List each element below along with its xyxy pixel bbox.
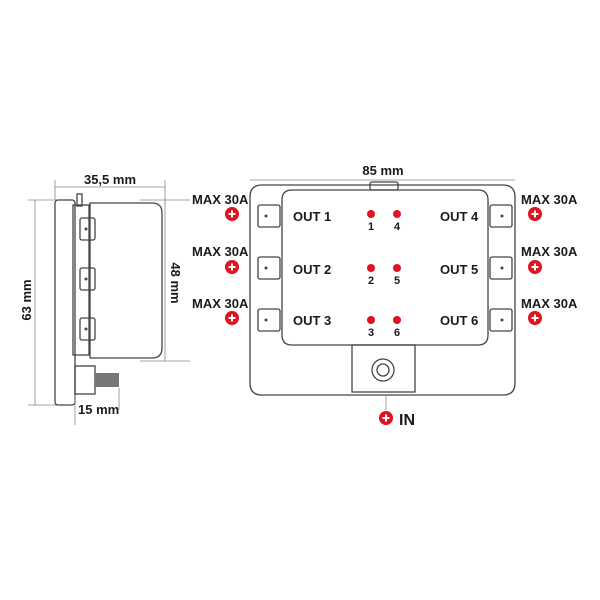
fuse-dot-4 (393, 210, 401, 218)
out-6-label: OUT 6 (440, 313, 478, 328)
plus-icon (528, 311, 542, 325)
width-dim-label: 35,5 mm (84, 172, 136, 187)
input-label: IN (399, 412, 415, 429)
max-rating-6: MAX 30A (521, 296, 578, 311)
fuse-dot-2 (367, 264, 375, 272)
bolt (95, 373, 119, 387)
max-rating-2: MAX 30A (192, 244, 249, 259)
fuse-number-5: 5 (394, 275, 400, 287)
terminals (257, 204, 513, 332)
fuse-dot-3 (367, 316, 375, 324)
height-dim-label: 63 mm (19, 279, 34, 320)
max-rating-3: MAX 30A (192, 296, 249, 311)
top-width-dim-label: 85 mm (362, 163, 403, 178)
housing (249, 184, 516, 396)
plus-icon (528, 207, 542, 221)
fuse-dot-1 (367, 210, 375, 218)
out-5-label: OUT 5 (440, 262, 478, 277)
input-stud (371, 358, 395, 382)
out-3-label: OUT 3 (293, 313, 331, 328)
nut (74, 365, 96, 395)
fuse-number-6: 6 (394, 327, 400, 339)
fuse-dot-5 (393, 264, 401, 272)
base-plate (54, 199, 76, 406)
side-view: 35,5 mm 63 mm 48 mm 15 mm (19, 172, 190, 425)
fuse-number-1: 1 (368, 221, 374, 233)
max-rating-5: MAX 30A (521, 244, 578, 259)
terminal-column (72, 204, 90, 356)
top-view: 85 mm OUT 1 OUT 2 OUT 3 OUT 4 OUT 5 OUT … (192, 163, 578, 429)
plus-icon (225, 207, 239, 221)
fuse-dot-6 (393, 316, 401, 324)
bolt-dim-label: 15 mm (78, 402, 119, 417)
out-4-label: OUT 4 (440, 209, 479, 224)
fuse-panel (281, 189, 489, 346)
latch (369, 181, 399, 191)
plus-icons (225, 207, 542, 425)
body-height-dim-label: 48 mm (168, 262, 183, 303)
fuse-number-4: 4 (394, 221, 401, 233)
side-body (89, 202, 163, 359)
max-rating-4: MAX 30A (521, 192, 578, 207)
out-2-label: OUT 2 (293, 262, 331, 277)
plus-icon (528, 260, 542, 274)
input-tab (351, 344, 416, 393)
max-rating-1: MAX 30A (192, 192, 249, 207)
plus-icon (225, 260, 239, 274)
fuse-number-2: 2 (368, 275, 374, 287)
out-1-label: OUT 1 (293, 209, 331, 224)
plus-icon (225, 311, 239, 325)
plus-icon (379, 411, 393, 425)
fuse-number-3: 3 (368, 327, 374, 339)
side-terminals (79, 217, 96, 341)
fuse-indicators (367, 210, 401, 324)
